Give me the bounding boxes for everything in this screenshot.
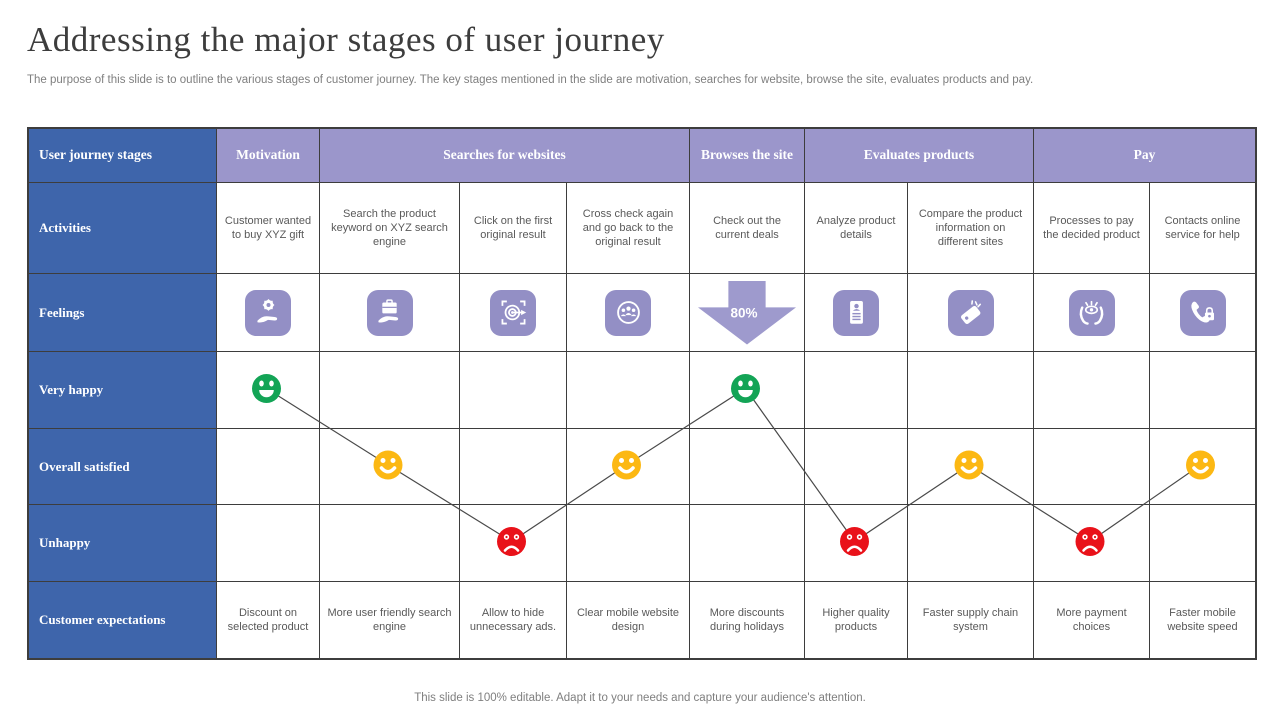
expectation-cell: More discounts during holidays: [690, 582, 805, 658]
mood-cell: [1150, 352, 1255, 429]
mood-cell: [690, 429, 805, 505]
activity-cell: Search the product keyword on XYZ search…: [320, 183, 460, 274]
activity-cell: Processes to pay the decided product: [1034, 183, 1150, 274]
mood-cell: [805, 505, 908, 582]
expectation-cell: Higher quality products: [805, 582, 908, 658]
mood-cell: [908, 352, 1034, 429]
row-label-unhappy: Unhappy: [29, 505, 217, 582]
activity-cell: Cross check again and go back to the ori…: [567, 183, 690, 274]
mood-cell: [908, 505, 1034, 582]
activity-cell: Click on the first original result: [460, 183, 567, 274]
stage-header: Browses the site: [690, 129, 805, 183]
mood-cell: [1034, 505, 1150, 582]
mood-cell: [1034, 429, 1150, 505]
target-arrow-icon: [490, 289, 536, 336]
mood-cell: [460, 505, 567, 582]
phone-lock-icon: [1179, 289, 1226, 336]
price-tag-icon: [947, 289, 994, 336]
expectation-cell: Faster mobile website speed: [1150, 582, 1255, 658]
mood-cell: [805, 352, 908, 429]
mood-cell: [805, 429, 908, 505]
stage-header: Evaluates products: [805, 129, 1034, 183]
page-title: Addressing the major stages of user jour…: [27, 20, 665, 59]
mood-cell: [320, 505, 460, 582]
row-label-activities: Activities: [29, 183, 217, 274]
drop-percentage-label: 80%: [730, 305, 758, 320]
hand-briefcase-icon: [366, 289, 413, 336]
stage-header: Motivation: [217, 129, 320, 183]
feeling-cell: [908, 274, 1034, 352]
feeling-cell: [320, 274, 460, 352]
mood-cell: [567, 352, 690, 429]
mood-cell: [217, 429, 320, 505]
page-subtitle: The purpose of this slide is to outline …: [27, 74, 1034, 86]
footer-note: This slide is 100% editable. Adapt it to…: [414, 692, 866, 704]
mood-cell: [690, 505, 805, 582]
mood-cell: [567, 429, 690, 505]
mood-cell: [320, 429, 460, 505]
stage-header: Pay: [1034, 129, 1255, 183]
expectation-cell: Faster supply chain system: [908, 582, 1034, 658]
feeling-cell: [805, 274, 908, 352]
feeling-cell: [460, 274, 567, 352]
expectation-cell: More user friendly search engine: [320, 582, 460, 658]
row-label-overall-satisfied: Overall satisfied: [29, 429, 217, 505]
expectation-cell: Clear mobile website design: [567, 582, 690, 658]
mood-cell: [217, 352, 320, 429]
mood-cell: [567, 505, 690, 582]
activity-cell: Analyze product details: [805, 183, 908, 274]
mood-cell: [1034, 352, 1150, 429]
hand-gear-icon: [245, 289, 291, 336]
stage-header: Searches for websites: [320, 129, 690, 183]
feeling-cell: [217, 274, 320, 352]
expectation-cell: Discount on selected product: [217, 582, 320, 658]
mood-cell: [460, 429, 567, 505]
mood-cell: [1150, 429, 1255, 505]
hands-eye-icon: [1068, 289, 1115, 336]
mood-cell: [908, 429, 1034, 505]
down-arrow-80-icon: 80%: [698, 280, 796, 345]
feeling-cell: 80%: [690, 274, 805, 352]
mood-cell: [460, 352, 567, 429]
activity-cell: Compare the product information on diffe…: [908, 183, 1034, 274]
feeling-cell: [1150, 274, 1255, 352]
row-label-customer-expectations: Customer expectations: [29, 582, 217, 658]
mood-cell: [690, 352, 805, 429]
activity-cell: Contacts online service for help: [1150, 183, 1255, 274]
expectation-cell: More payment choices: [1034, 582, 1150, 658]
corner-header: User journey stages: [29, 129, 217, 183]
feeling-cell: [1034, 274, 1150, 352]
activity-cell: Customer wanted to buy XYZ gift: [217, 183, 320, 274]
row-label-very-happy: Very happy: [29, 352, 217, 429]
mood-cell: [217, 505, 320, 582]
mood-cell: [1150, 505, 1255, 582]
mood-cell: [320, 352, 460, 429]
feeling-cell: [567, 274, 690, 352]
row-label-feelings: Feelings: [29, 274, 217, 352]
resume-icon: [833, 289, 879, 336]
expectation-cell: Allow to hide unnecessary ads.: [460, 582, 567, 658]
activity-cell: Check out the current deals: [690, 183, 805, 274]
audience-target-icon: [605, 289, 651, 336]
